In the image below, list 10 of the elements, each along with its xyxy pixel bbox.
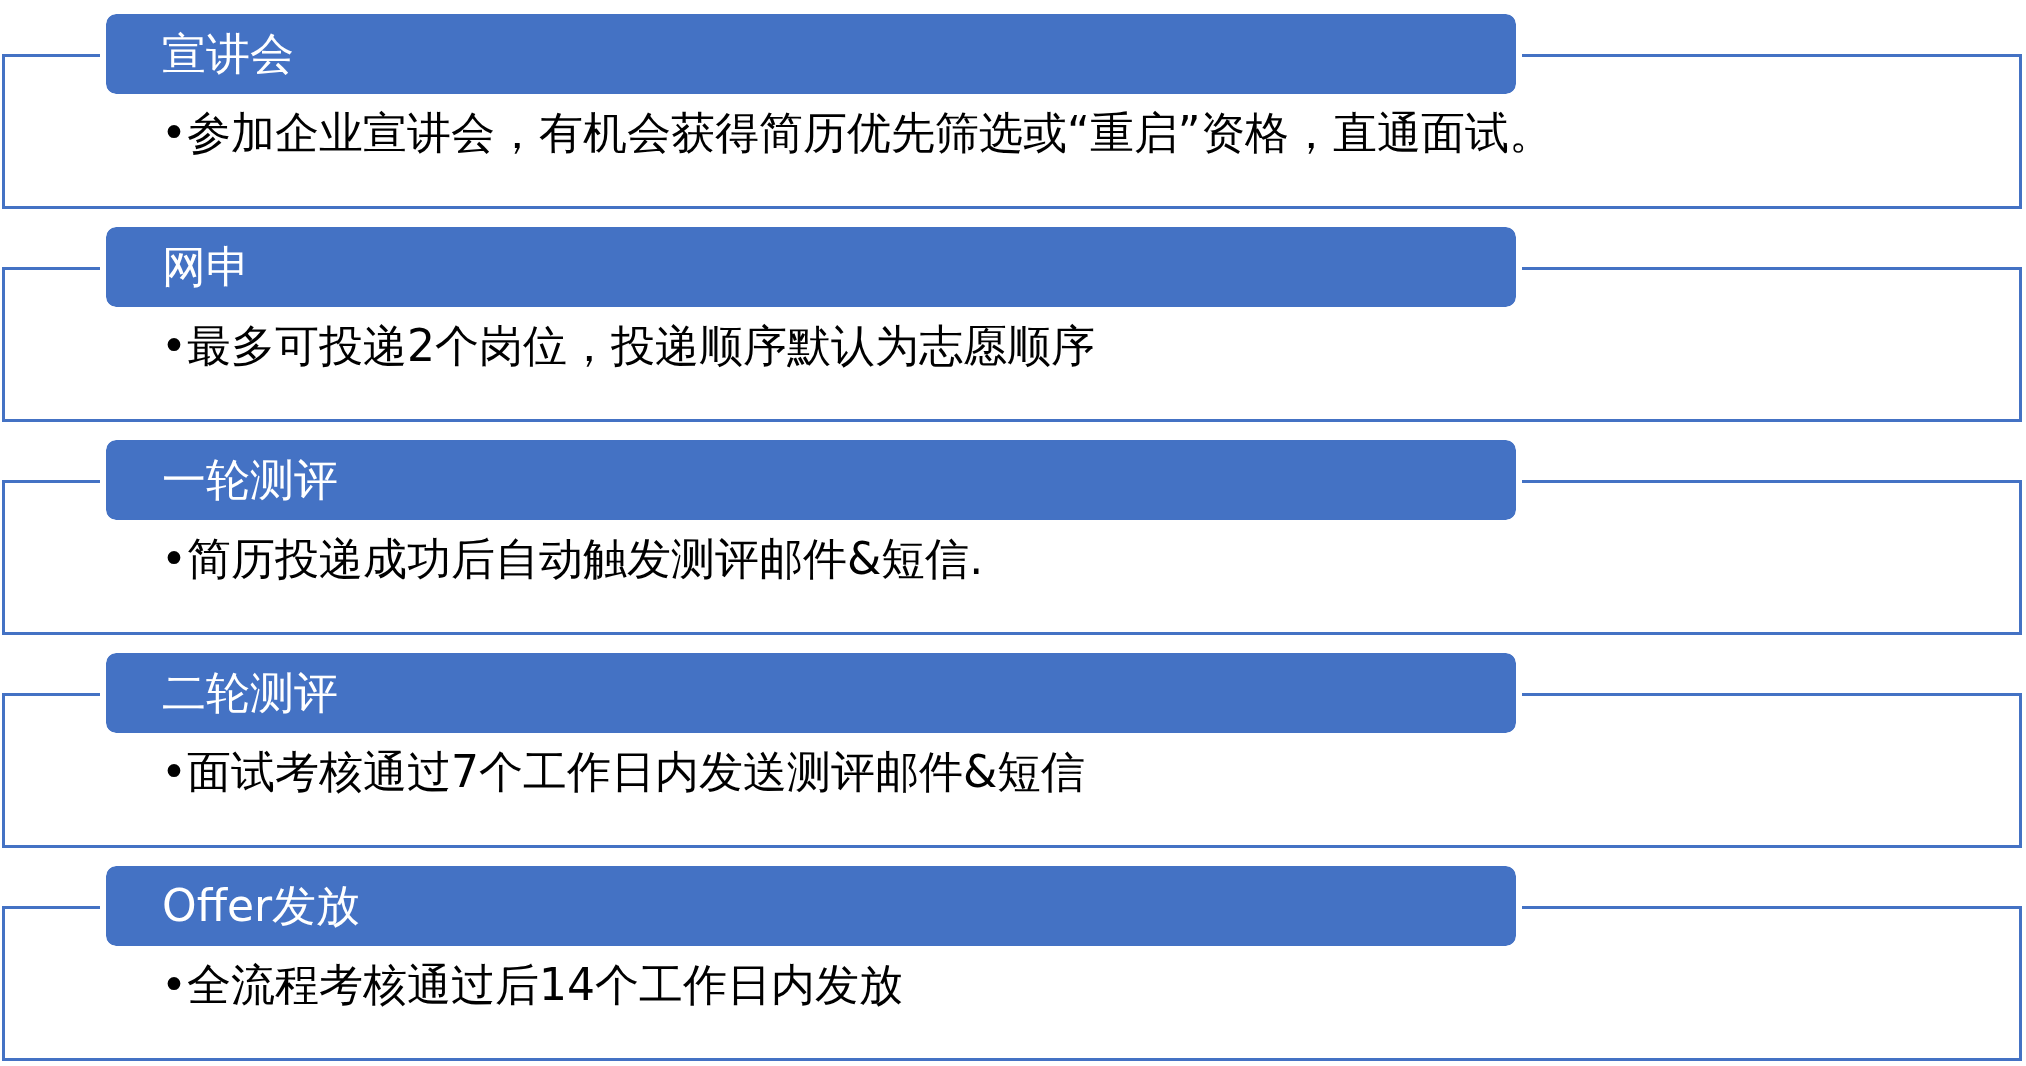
step-heading: 一轮测评 <box>162 458 338 502</box>
step-description: •面试考核通过7个工作日内发送测评邮件&短信 <box>161 745 1086 799</box>
step-description: •参加企业宣讲会，有机会获得简历优先筛选或“重启”资格，直通面试。 <box>161 106 1553 160</box>
step-heading: Offer发放 <box>162 884 361 928</box>
step-description: •简历投递成功后自动触发测评邮件&短信. <box>161 532 984 586</box>
step-heading: 网申 <box>162 245 250 289</box>
step-description: •全流程考核通过后14个工作日内发放 <box>161 958 903 1012</box>
step-heading: 二轮测评 <box>162 671 338 715</box>
step-description: •最多可投递2个岗位，投递顺序默认为志愿顺序 <box>161 319 1095 373</box>
step-heading: 宣讲会 <box>162 32 294 76</box>
